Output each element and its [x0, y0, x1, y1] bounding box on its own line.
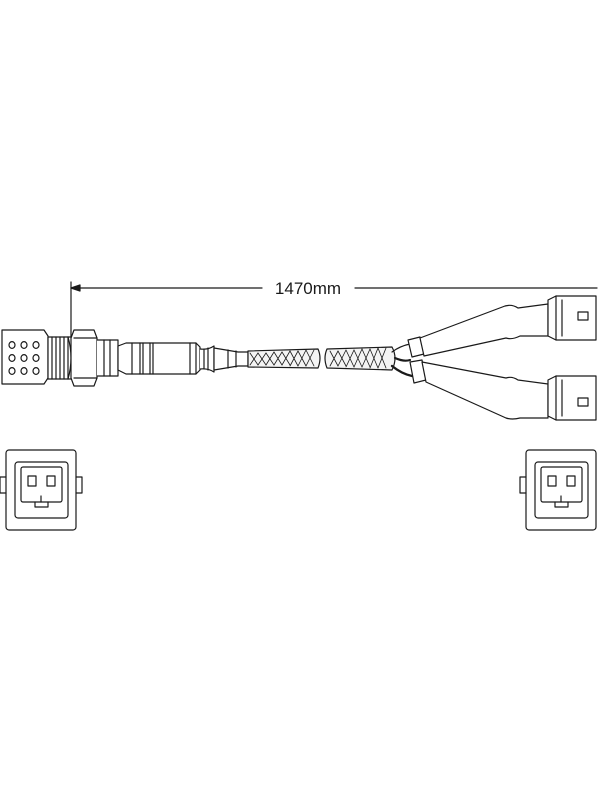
cable-split: [390, 343, 414, 378]
lower-connector-lead: [409, 359, 597, 421]
connector-face-left: [0, 449, 83, 531]
dimension-label: 1470mm: [275, 279, 341, 298]
dimension-line: [70, 281, 598, 341]
sensor-probe: [1, 329, 49, 385]
sensor-body: [117, 342, 249, 375]
connector-face-right: [519, 449, 597, 531]
probe-holes: [8, 341, 40, 376]
sensor-hex-nut: [70, 329, 119, 387]
upper-connector-lead: [407, 295, 597, 358]
braided-cable-right: [324, 346, 396, 371]
sensor-thread: [47, 336, 75, 380]
braided-cable-left: [247, 348, 321, 369]
